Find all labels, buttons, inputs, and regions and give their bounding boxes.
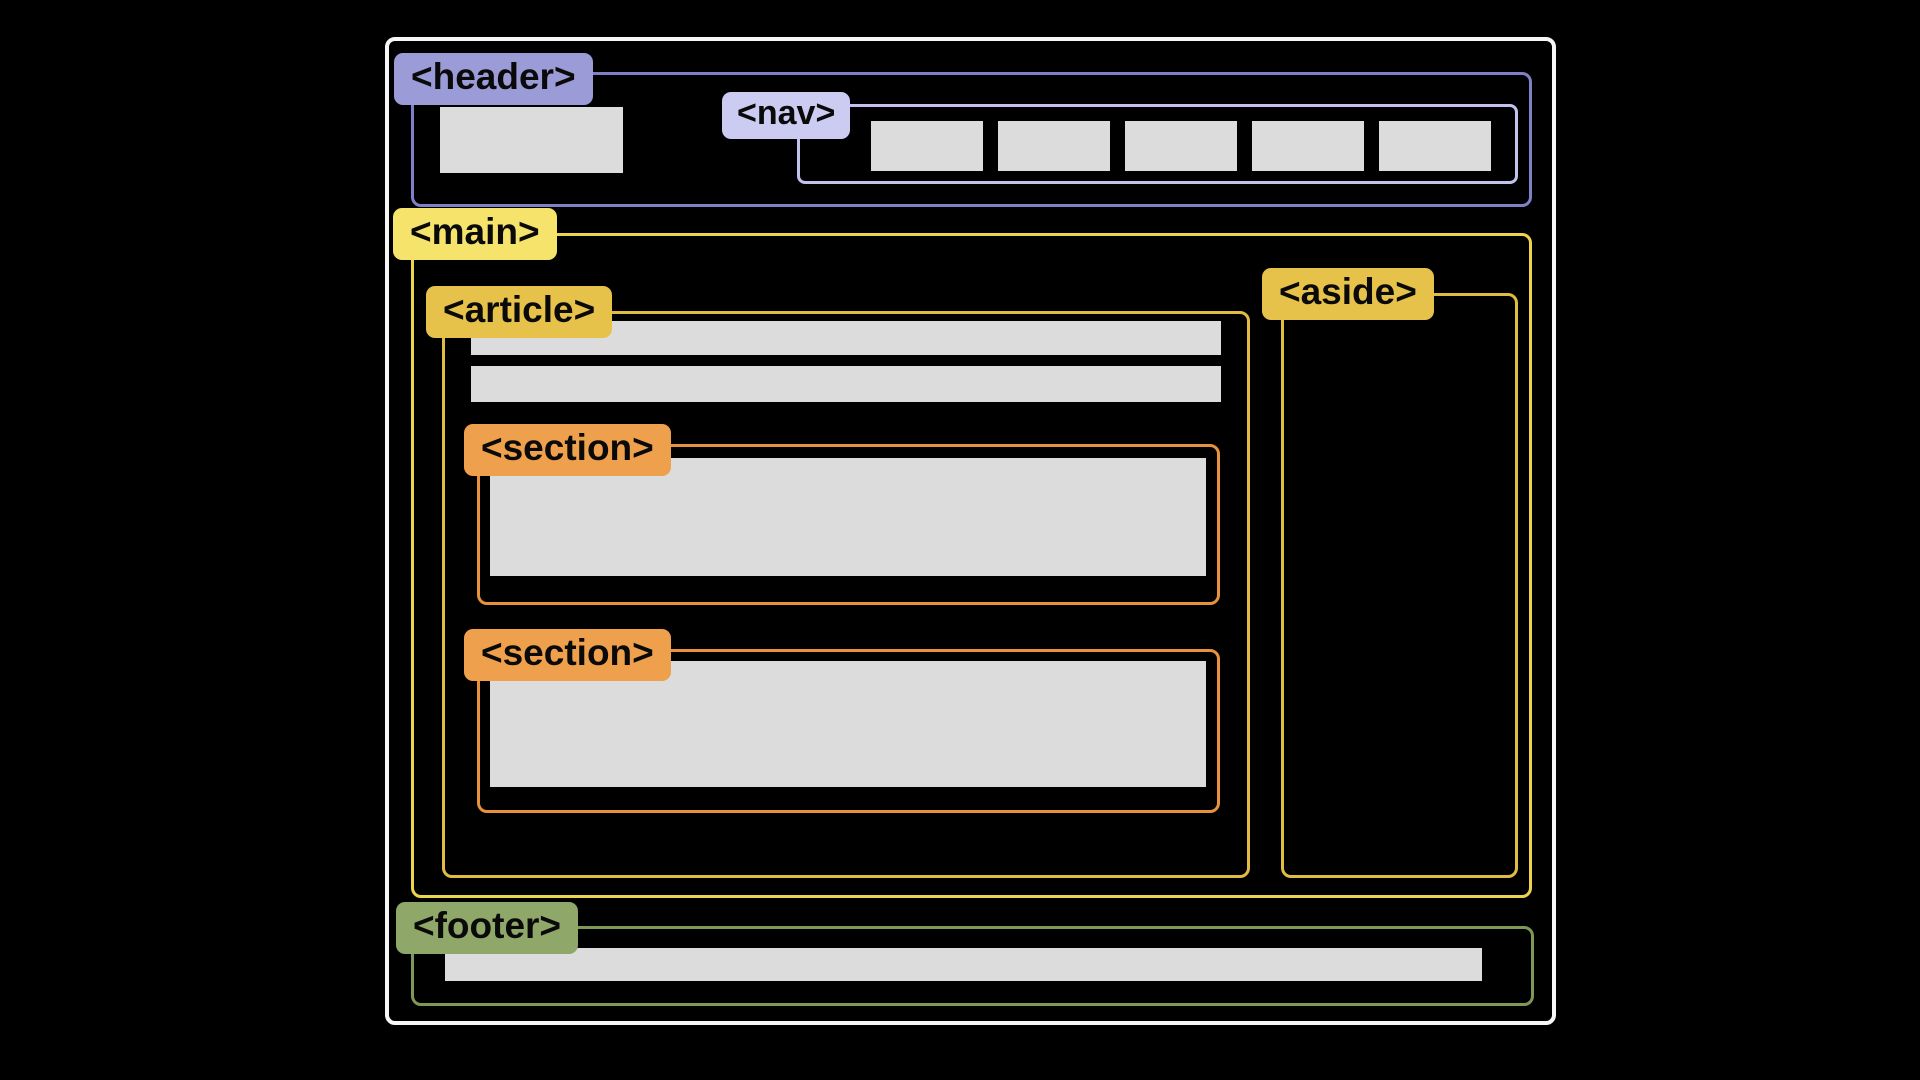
main-box — [411, 233, 1532, 898]
header-box — [411, 72, 1532, 207]
page-frame — [385, 37, 1556, 1025]
nav-label: <nav> — [722, 92, 851, 139]
nav-item — [998, 121, 1110, 171]
nav-item — [1125, 121, 1237, 171]
section-b-box — [477, 649, 1220, 813]
aside-label: <aside> — [1262, 268, 1434, 320]
section-a-content-placeholder — [490, 458, 1206, 576]
section-a-label: <section> — [464, 424, 671, 476]
main-label: <main> — [393, 208, 557, 260]
article-label: <article> — [426, 286, 613, 338]
nav-item — [871, 121, 983, 171]
nav-items-row — [871, 121, 1491, 171]
article-text-placeholder — [471, 366, 1221, 402]
section-b-label: <section> — [464, 629, 671, 681]
section-a-box — [477, 444, 1220, 605]
header-label: <header> — [394, 53, 593, 105]
aside-box — [1281, 293, 1518, 878]
article-box — [442, 311, 1250, 878]
nav-item — [1379, 121, 1491, 171]
nav-box — [797, 104, 1518, 184]
footer-box — [411, 926, 1534, 1006]
footer-content-placeholder — [445, 948, 1482, 981]
footer-label: <footer> — [396, 902, 579, 954]
section-b-content-placeholder — [490, 661, 1206, 787]
nav-item — [1252, 121, 1364, 171]
logo-placeholder — [440, 107, 623, 173]
